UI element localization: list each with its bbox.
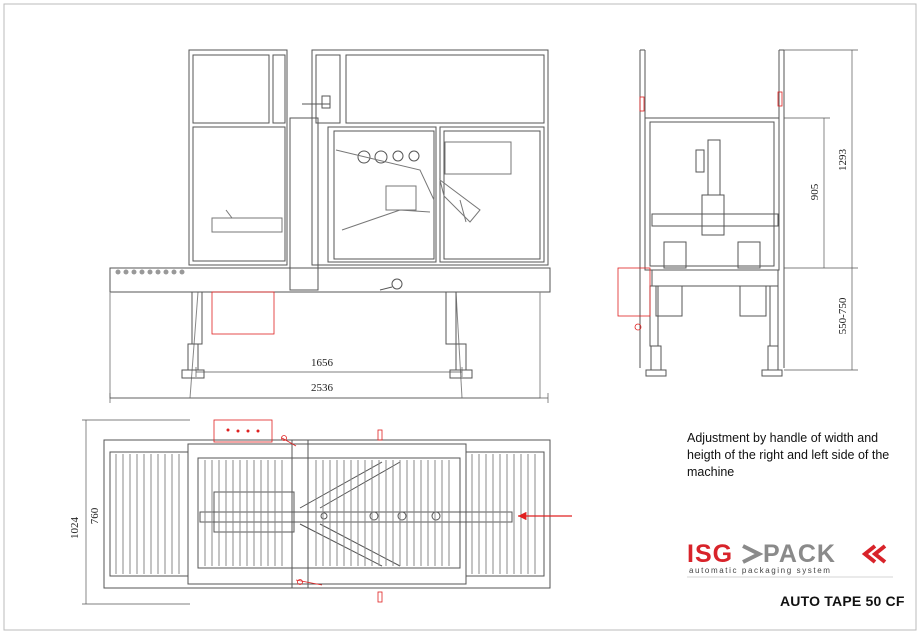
dim-front-inner: 1656 (311, 357, 334, 369)
sheet-border (3, 3, 917, 631)
logo-isg: ISG (687, 540, 733, 568)
side-red-marks (617, 91, 783, 331)
dim-top-total: 1024 (69, 517, 81, 540)
front-view (109, 49, 551, 399)
top-red-dots (226, 428, 260, 433)
dim-side-leg: 550-750 (837, 297, 849, 334)
logo-tagline: automatic packaging system (689, 566, 832, 575)
side-dimensions (784, 49, 858, 371)
dim-side-frame: 1293 (837, 149, 849, 172)
model-name: AUTO TAPE 50 CF (780, 593, 905, 609)
front-dimensions (109, 367, 549, 403)
top-rollers (115, 454, 536, 574)
top-red-marks (213, 419, 383, 603)
logo-pack: PACK (763, 540, 836, 568)
adjustment-note: Adjustment by handle of width and heigth… (687, 431, 890, 479)
front-rollers (115, 269, 185, 275)
top-view (103, 439, 551, 589)
logo-chevron (742, 544, 764, 564)
isg-pack-logo: ISG PACK automatic packaging system (687, 540, 893, 578)
dim-front-total: 2536 (311, 382, 334, 394)
side-view (639, 49, 785, 377)
dim-side-inner: 905 (809, 183, 821, 200)
top-dimensions (82, 419, 190, 605)
logo-chevrons (861, 544, 887, 564)
dim-top-conveyor: 760 (89, 507, 101, 524)
front-red-box (211, 291, 275, 335)
